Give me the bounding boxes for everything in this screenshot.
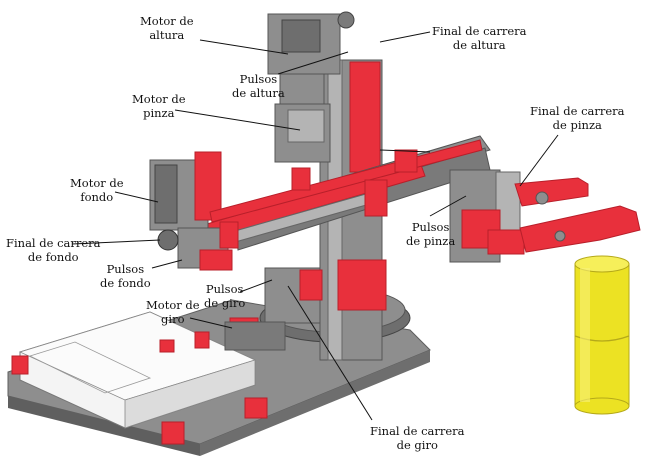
leader-final-altura [379, 31, 431, 43]
leader-lines [71, 31, 559, 421]
leader-motor-pinza [174, 109, 301, 131]
back-motor-block [149, 151, 239, 271]
leader-final-giro [287, 285, 373, 421]
gripper-fingers [514, 177, 641, 253]
height-motor-block [267, 11, 355, 105]
grip-motor-block [274, 103, 331, 163]
leader-motor-giro [189, 317, 233, 329]
leader-final-pinza [519, 134, 559, 187]
leader-pulsos-altura [277, 51, 349, 75]
yellow-cylinder [574, 255, 630, 415]
leader-motor-altura [199, 39, 289, 55]
leader-pulsos-pinza [429, 195, 467, 217]
leader-pulsos-giro [239, 279, 273, 293]
arm-red-rails [209, 139, 483, 223]
leader-pulsos-fondo [151, 259, 183, 269]
leader-motor-fondo [114, 191, 159, 203]
leader-final-fondo [71, 239, 161, 245]
leader-final-altura-2 [379, 149, 431, 153]
gripper-head [449, 169, 525, 263]
